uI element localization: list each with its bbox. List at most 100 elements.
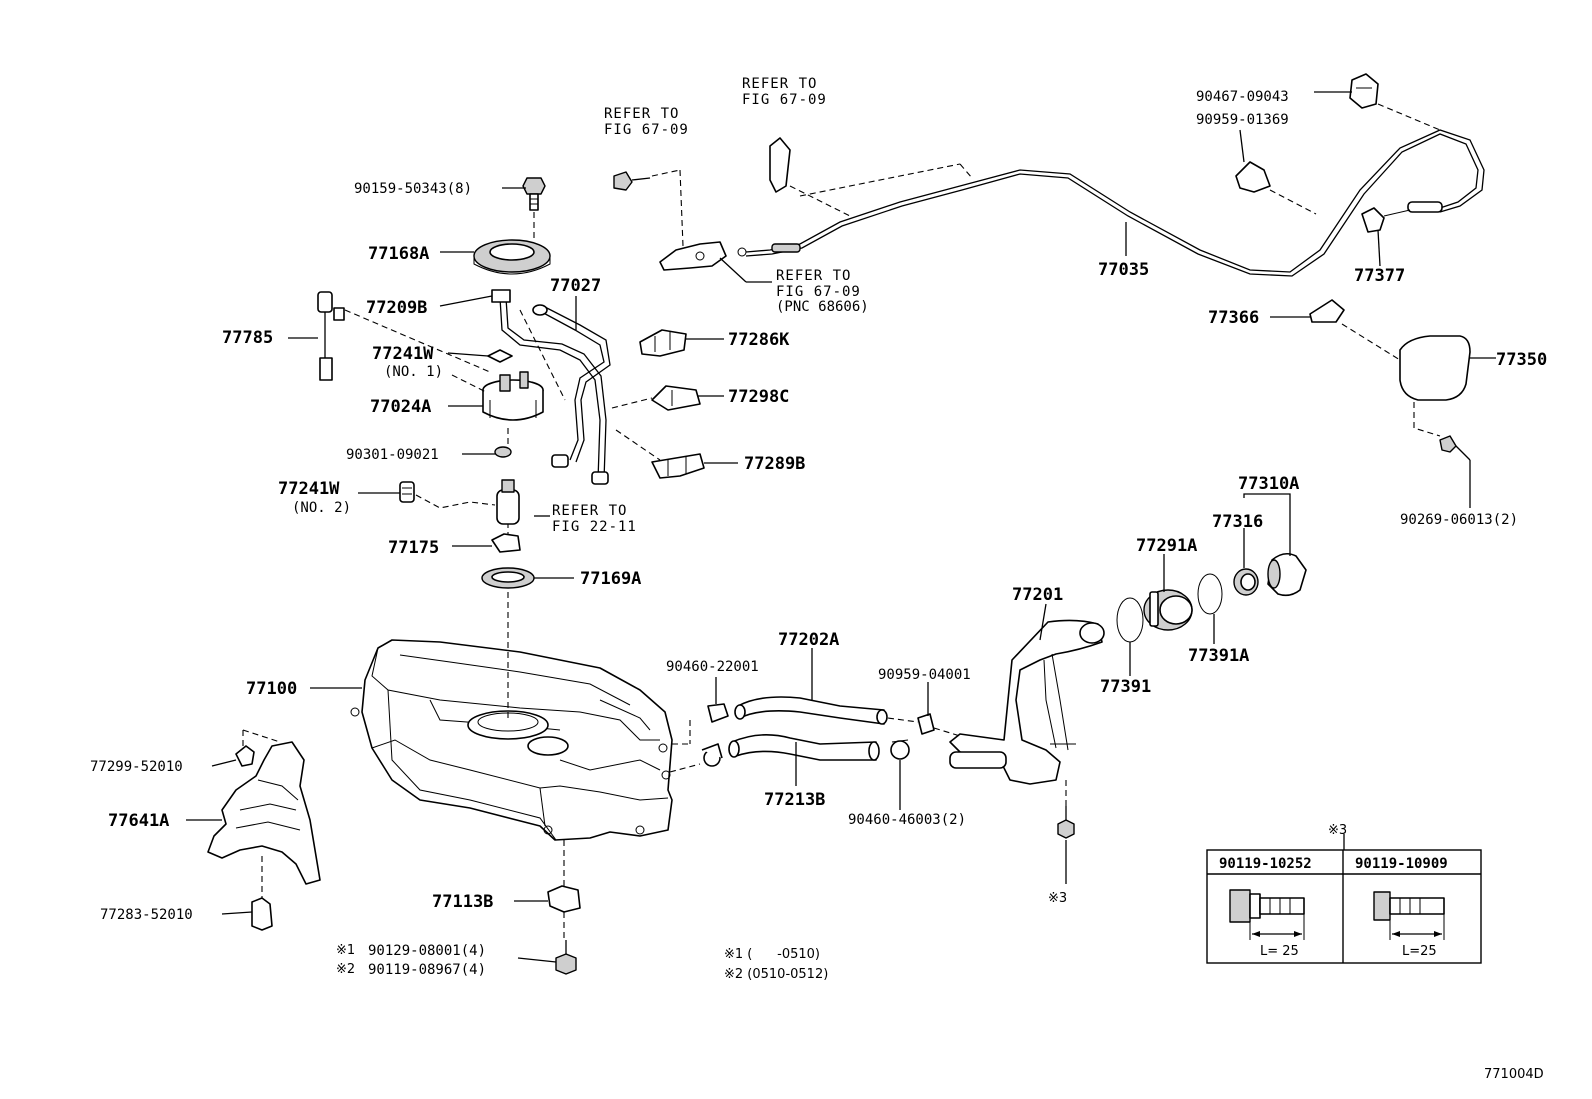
refer3-line3: (PNC 68606) xyxy=(776,299,869,315)
label-77035: 77035 xyxy=(1098,260,1149,280)
filter-no2-drawing xyxy=(399,481,415,503)
clamp-77286k-drawing xyxy=(639,329,687,357)
label-90301: 90301-09021 xyxy=(346,447,439,463)
label-77024a: 77024A xyxy=(370,397,431,417)
table-col2-header: 90119-10909 xyxy=(1355,856,1448,872)
label-77027: 77027 xyxy=(550,276,601,296)
label-77291a: 77291A xyxy=(1136,536,1197,556)
ring-77391a-drawing xyxy=(1197,573,1223,615)
opener-handle-drawing xyxy=(769,137,791,193)
label-90460-46003: 90460-46003(2) xyxy=(848,812,966,828)
refer4-line1: REFER TO xyxy=(552,503,627,519)
mark-3-table: ※3 xyxy=(1328,823,1347,838)
notes: ※3 ※3 ※1 ( -0510) ※2 (0510-0512) 90119-1… xyxy=(724,823,1544,1082)
label-77169a: 77169A xyxy=(580,569,641,589)
label-90159: 90159-50343(8) xyxy=(354,181,472,197)
note-1: ※1 ( -0510) xyxy=(724,947,820,962)
refer3-line1: REFER TO xyxy=(776,268,851,284)
label-77366: 77366 xyxy=(1208,308,1259,328)
bolt-77283-drawing xyxy=(251,897,273,931)
retainer-ring-drawing xyxy=(473,239,551,275)
label-77298c: 77298C xyxy=(728,387,789,407)
bolt-table xyxy=(1206,849,1482,964)
sender-gauge-drawing xyxy=(317,291,345,381)
mark-1: ※1 xyxy=(336,943,355,958)
filler-bolt-drawing xyxy=(1057,806,1075,839)
fuel-tank-drawing xyxy=(350,639,673,841)
bolt-table-right-drawing xyxy=(1373,891,1445,940)
figure-id: 771004D xyxy=(1484,1067,1544,1082)
label-90959-04001: 90959-04001 xyxy=(878,667,971,683)
mark-2: ※2 xyxy=(336,962,355,977)
refer-labels: REFER TO FIG 67-09 REFER TO FIG 67-09 RE… xyxy=(552,76,869,535)
part-77377-drawing xyxy=(1361,207,1385,233)
label-77286k: 77286K xyxy=(728,330,790,350)
label-90460-22001: 90460-22001 xyxy=(666,659,759,675)
refer2-line2: FIG 67-09 xyxy=(742,92,827,108)
refer1-line2: FIG 67-09 xyxy=(604,122,689,138)
label-77316: 77316 xyxy=(1212,512,1263,532)
clamp-90460-22001-drawing xyxy=(701,703,729,767)
lid-lock-drawing xyxy=(1309,299,1345,323)
clip-77299-drawing xyxy=(235,745,255,767)
mark-3-bolt: ※3 xyxy=(1048,891,1067,906)
gasket-77316-drawing xyxy=(1233,568,1259,596)
label-77113b: 77113B xyxy=(432,892,493,912)
label-77202a: 77202A xyxy=(778,630,839,650)
label-77350: 77350 xyxy=(1496,350,1547,370)
ring-77391-drawing xyxy=(1116,597,1144,643)
table-col2-length: L=25 xyxy=(1402,944,1437,959)
label-77391: 77391 xyxy=(1100,677,1151,697)
cushion-77113b-drawing xyxy=(547,885,581,913)
refer4-line2: FIG 22-11 xyxy=(552,519,637,535)
fuel-pipes-drawing xyxy=(491,289,611,485)
label-77209b: 77209B xyxy=(366,298,427,318)
oring-90301-drawing xyxy=(494,446,512,458)
label-77641a: 77641A xyxy=(108,811,169,831)
clamp-90460-46003-drawing xyxy=(890,739,910,760)
refer1-line1: REFER TO xyxy=(604,106,679,122)
label-77785: 77785 xyxy=(222,328,273,348)
fuel-lid-drawing xyxy=(1399,335,1471,401)
gasket-no1-drawing xyxy=(487,349,513,363)
table-col1-length: L= 25 xyxy=(1260,944,1299,959)
part-labels: 90159-50343(8) 77168A 77785 77209B 77241… xyxy=(90,89,1547,978)
refer2-line1: REFER TO xyxy=(742,76,817,92)
opener-lever-drawing xyxy=(659,241,727,271)
label-90129: 90129-08001(4) xyxy=(368,943,486,959)
pump-bracket-drawing xyxy=(482,371,544,421)
label-77241w-no2-note: (NO. 2) xyxy=(292,500,351,516)
label-77283: 77283-52010 xyxy=(100,907,193,923)
clamp-77298c-drawing xyxy=(651,385,701,411)
tank-protector-drawing xyxy=(207,741,321,885)
label-77310a: 77310A xyxy=(1238,474,1299,494)
label-90119-08967: 90119-08967(4) xyxy=(368,962,486,978)
note-2: ※2 (0510-0512) xyxy=(724,967,828,982)
pump-clip-drawing xyxy=(491,533,521,553)
refer3-line2: FIG 67-09 xyxy=(776,284,861,300)
label-77391a: 77391A xyxy=(1188,646,1249,666)
label-90959-01369: 90959-01369 xyxy=(1196,112,1289,128)
label-77213b: 77213B xyxy=(764,790,825,810)
label-77241w-no1-note: (NO. 1) xyxy=(384,364,443,380)
hose-77213b-drawing xyxy=(728,734,880,761)
refer-bolt-drawing xyxy=(613,171,651,191)
clamp-90959-04001-drawing xyxy=(917,713,935,735)
label-77241w-no2: 77241W xyxy=(278,479,340,499)
label-77168a: 77168A xyxy=(368,244,429,264)
label-77377: 77377 xyxy=(1354,266,1405,286)
bolt-table-left-drawing xyxy=(1229,889,1305,940)
clamp-77289b-drawing xyxy=(651,453,705,479)
hose-77202a-drawing xyxy=(734,696,888,725)
table-col1-header: 90119-10252 xyxy=(1219,856,1312,872)
screw-90269-drawing xyxy=(1439,435,1471,461)
label-90467: 90467-09043 xyxy=(1196,89,1289,105)
clip-90467-drawing xyxy=(1349,73,1379,109)
filler-pipe-drawing xyxy=(949,619,1105,785)
tank-bolt-drawing xyxy=(555,940,577,975)
fuel-cap-drawing xyxy=(1267,552,1307,597)
label-90269: 90269-06013(2) xyxy=(1400,512,1518,528)
clamp-90959-01369-drawing xyxy=(1235,161,1271,193)
filler-cap-housing-drawing xyxy=(1143,589,1193,631)
